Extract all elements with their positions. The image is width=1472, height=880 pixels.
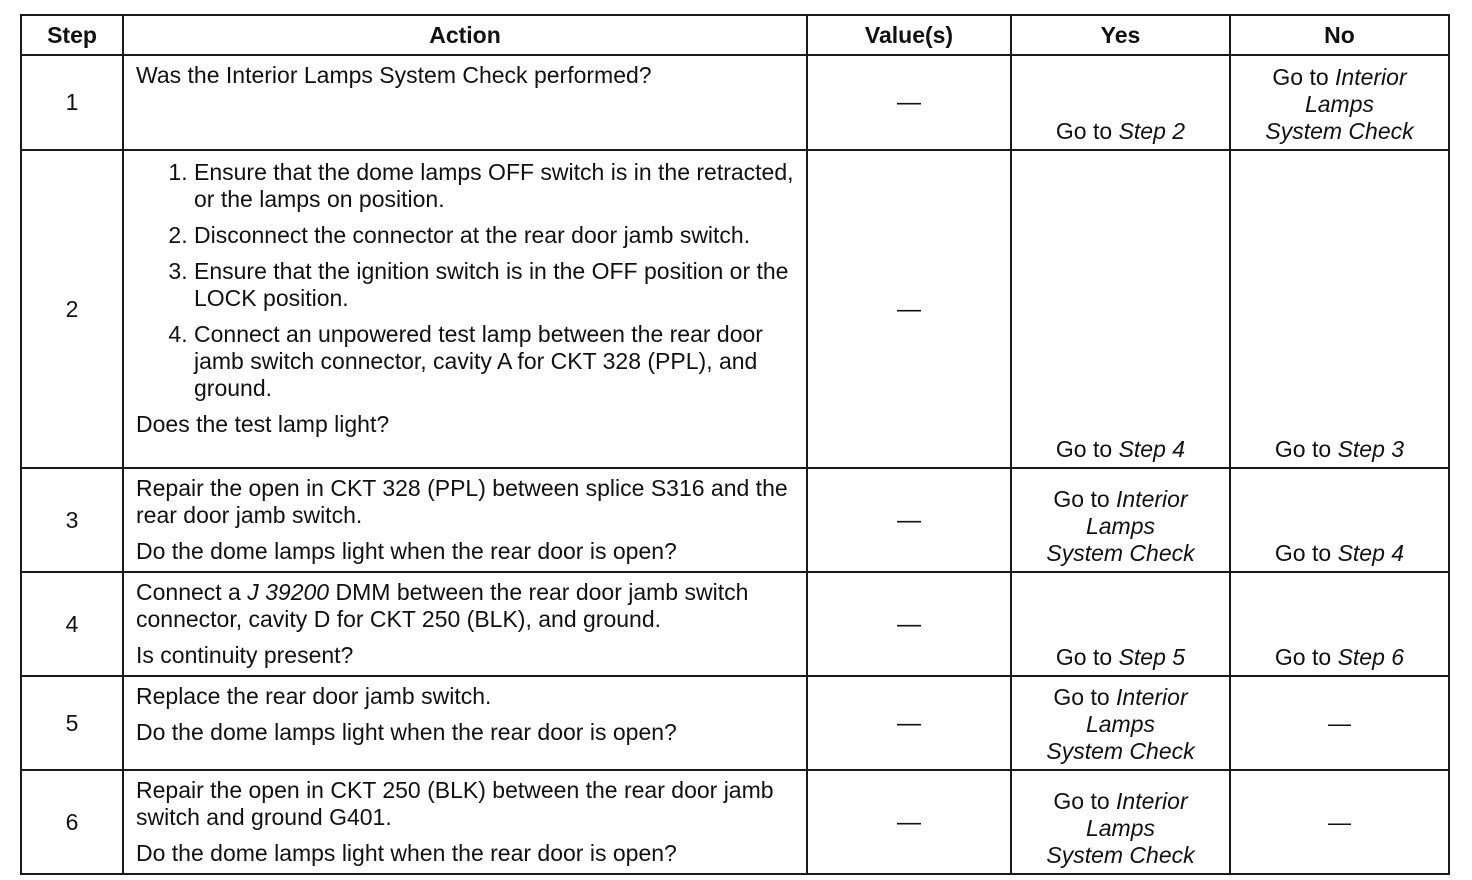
value-cell: — <box>806 149 1012 469</box>
header-yes: Yes <box>1010 14 1231 56</box>
yes-link-line-3[interactable]: System Check <box>1046 842 1195 868</box>
no-cell: Go to Step 3 <box>1229 149 1450 469</box>
action-text: Replace the rear door jamb switch. <box>136 683 492 709</box>
no-link-line-2[interactable]: Lamps <box>1304 91 1375 117</box>
yes-link-line-1[interactable]: Interior <box>1116 486 1188 512</box>
step-number: 4 <box>20 571 124 677</box>
question-text: Do the dome lamps light when the rear do… <box>136 719 677 745</box>
diagnostic-table: Step Action Value(s) Yes No 1 Was the In… <box>20 14 1450 875</box>
no-cell: Go to Step 4 <box>1229 467 1450 573</box>
header-action: Action <box>122 14 808 56</box>
yes-prefix: Go to <box>1053 486 1110 512</box>
yes-prefix: Go to <box>1053 788 1110 814</box>
action-text-post: DMM between the rear door jamb switch co… <box>136 579 749 632</box>
yes-link[interactable]: Step 2 <box>1118 118 1186 144</box>
list-item: Connect an unpowered test lamp between t… <box>194 321 794 402</box>
no-link-line-3[interactable]: System Check <box>1265 118 1414 144</box>
question-text: Is continuity present? <box>136 642 354 668</box>
action-cell: Ensure that the dome lamps OFF switch is… <box>122 149 808 469</box>
question-text: Does the test lamp light? <box>136 411 390 437</box>
no-cell: Go to Interior Lamps System Check <box>1229 54 1450 151</box>
header-values: Value(s) <box>806 14 1012 56</box>
yes-link-line-1[interactable]: Interior <box>1116 788 1188 814</box>
yes-cell: Go to Step 5 <box>1010 571 1231 677</box>
step-number: 3 <box>20 467 124 573</box>
yes-prefix: Go to <box>1055 118 1113 144</box>
step-number: 5 <box>20 675 124 771</box>
action-text: Was the Interior Lamps System Check perf… <box>136 62 652 88</box>
action-cell: Connect a J 39200 DMM between the rear d… <box>122 571 808 677</box>
action-steps-list: Ensure that the dome lamps OFF switch is… <box>136 159 794 402</box>
step-number: 1 <box>20 54 124 151</box>
table-row: 1 Was the Interior Lamps System Check pe… <box>20 54 1450 151</box>
question-text: Do the dome lamps light when the rear do… <box>136 538 677 564</box>
yes-link-line-2[interactable]: Lamps <box>1085 815 1156 841</box>
yes-prefix: Go to <box>1055 644 1113 670</box>
action-text-pre: Connect a <box>136 579 241 605</box>
yes-link[interactable]: Step 5 <box>1118 644 1186 670</box>
action-cell: Repair the open in CKT 250 (BLK) between… <box>122 769 808 875</box>
yes-link-line-1[interactable]: Interior <box>1116 684 1188 710</box>
action-text: Repair the open in CKT 328 (PPL) between… <box>136 475 788 528</box>
yes-link-line-2[interactable]: Lamps <box>1085 711 1156 737</box>
no-link[interactable]: Step 6 <box>1337 644 1405 670</box>
no-link[interactable]: Step 3 <box>1337 436 1405 462</box>
value-cell: — <box>806 571 1012 677</box>
list-item: Ensure that the dome lamps OFF switch is… <box>194 159 794 213</box>
table-row: 3 Repair the open in CKT 328 (PPL) betwe… <box>20 467 1450 573</box>
table-row: 4 Connect a J 39200 DMM between the rear… <box>20 571 1450 677</box>
header-step: Step <box>20 14 124 56</box>
yes-link-line-3[interactable]: System Check <box>1046 540 1195 566</box>
yes-cell: Go to Step 4 <box>1010 149 1231 469</box>
no-link[interactable]: Step 4 <box>1337 540 1405 566</box>
no-link-line-1[interactable]: Interior <box>1335 64 1407 90</box>
step-number: 2 <box>20 149 124 469</box>
question-text: Do the dome lamps light when the rear do… <box>136 840 677 866</box>
no-prefix: Go to <box>1274 644 1332 670</box>
header-no: No <box>1229 14 1450 56</box>
header-row: Step Action Value(s) Yes No <box>20 14 1450 56</box>
action-cell: Replace the rear door jamb switch. Do th… <box>122 675 808 771</box>
action-text: Connect a J 39200 DMM between the rear d… <box>136 579 794 633</box>
value-cell: — <box>806 675 1012 771</box>
yes-link[interactable]: Step 4 <box>1118 436 1186 462</box>
action-cell: Repair the open in CKT 328 (PPL) between… <box>122 467 808 573</box>
step-number: 6 <box>20 769 124 875</box>
no-prefix: Go to <box>1272 64 1329 90</box>
action-text: Repair the open in CKT 250 (BLK) between… <box>136 777 774 830</box>
yes-link-line-3[interactable]: System Check <box>1046 738 1195 764</box>
yes-cell: Go to Interior Lamps System Check <box>1010 467 1231 573</box>
value-cell: — <box>806 467 1012 573</box>
no-prefix: Go to <box>1274 540 1332 566</box>
table-row: 2 Ensure that the dome lamps OFF switch … <box>20 149 1450 469</box>
yes-cell: Go to Step 2 <box>1010 54 1231 151</box>
tool-reference: J 39200 <box>247 579 330 605</box>
list-item: Disconnect the connector at the rear doo… <box>194 222 794 249</box>
no-cell: Go to Step 6 <box>1229 571 1450 677</box>
no-cell: — <box>1229 675 1450 771</box>
yes-cell: Go to Interior Lamps System Check <box>1010 675 1231 771</box>
no-prefix: Go to <box>1274 436 1332 462</box>
table-row: 6 Repair the open in CKT 250 (BLK) betwe… <box>20 769 1450 875</box>
list-item: Ensure that the ignition switch is in th… <box>194 258 794 312</box>
yes-cell: Go to Interior Lamps System Check <box>1010 769 1231 875</box>
value-cell: — <box>806 769 1012 875</box>
yes-link-line-2[interactable]: Lamps <box>1085 513 1156 539</box>
yes-prefix: Go to <box>1055 436 1113 462</box>
value-cell: — <box>806 54 1012 151</box>
action-cell: Was the Interior Lamps System Check perf… <box>122 54 808 151</box>
table-row: 5 Replace the rear door jamb switch. Do … <box>20 675 1450 771</box>
no-cell: — <box>1229 769 1450 875</box>
yes-prefix: Go to <box>1053 684 1110 710</box>
